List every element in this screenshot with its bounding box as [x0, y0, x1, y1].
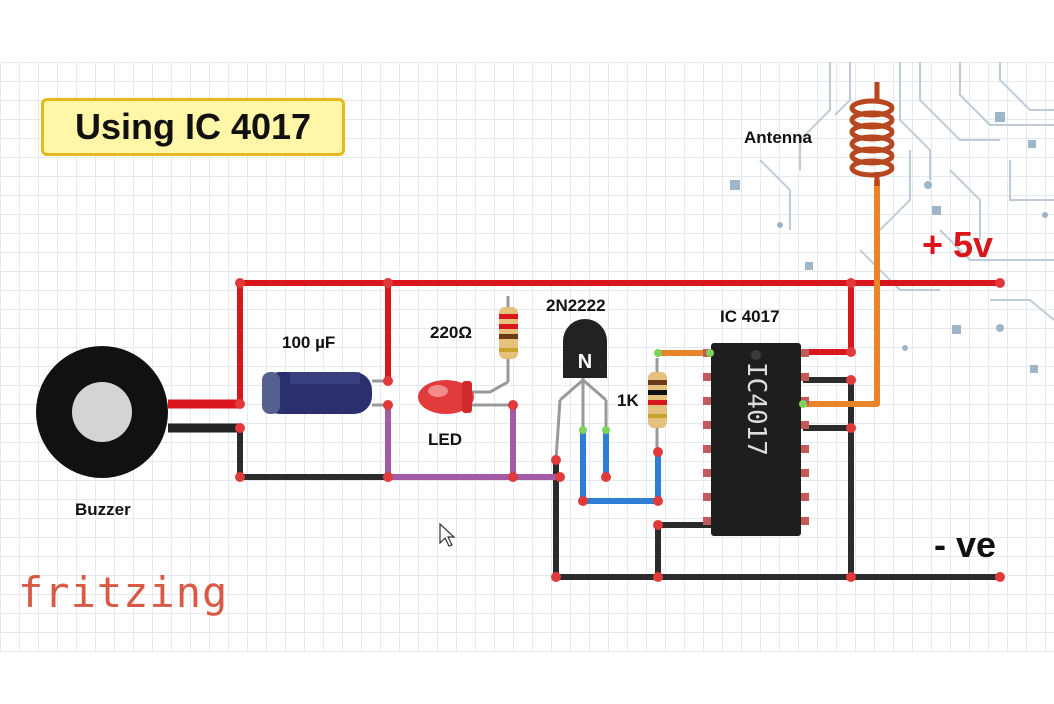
decorative-circuit-traces: [759, 62, 1054, 321]
resistor-220-ohm: [466, 296, 518, 394]
resistor-1k: [648, 358, 667, 452]
transistor-2n2222: N: [554, 319, 608, 461]
resistor-1k-label: 1K: [617, 391, 639, 410]
antenna-label: Antenna: [744, 128, 812, 147]
transistor-wires: [580, 430, 661, 504]
page-title: Using IC 4017: [74, 106, 312, 147]
solder-joints: [235, 278, 1005, 582]
mouse-cursor-icon: [439, 522, 456, 547]
fritzing-logo: fritzing: [18, 568, 229, 617]
led-wires: [385, 405, 560, 480]
supply-negative-label: - ve: [934, 524, 997, 565]
supply-positive-label: + 5v: [922, 224, 994, 265]
transistor-label: 2N2222: [546, 296, 606, 315]
led: [418, 380, 513, 414]
title-banner: Using IC 4017: [41, 98, 345, 156]
ic-marking: IC4017: [741, 362, 771, 456]
led-label: LED: [428, 430, 462, 449]
capacitor-label: 100 µF: [282, 333, 336, 352]
capacitor-100uf: [262, 372, 388, 414]
ic-4017-chip: IC4017: [703, 343, 809, 536]
buzzer-label: Buzzer: [75, 500, 131, 519]
buzzer: [36, 346, 168, 478]
antenna-wires: [658, 180, 880, 407]
pin-joints: [579, 349, 807, 434]
ic-label: IC 4017: [720, 307, 780, 326]
transistor-marking: N: [578, 351, 592, 373]
decorative-circuit-nodes: [730, 112, 1048, 373]
resistor-220-label: 220Ω: [430, 323, 472, 342]
antenna-coil: [849, 82, 895, 186]
